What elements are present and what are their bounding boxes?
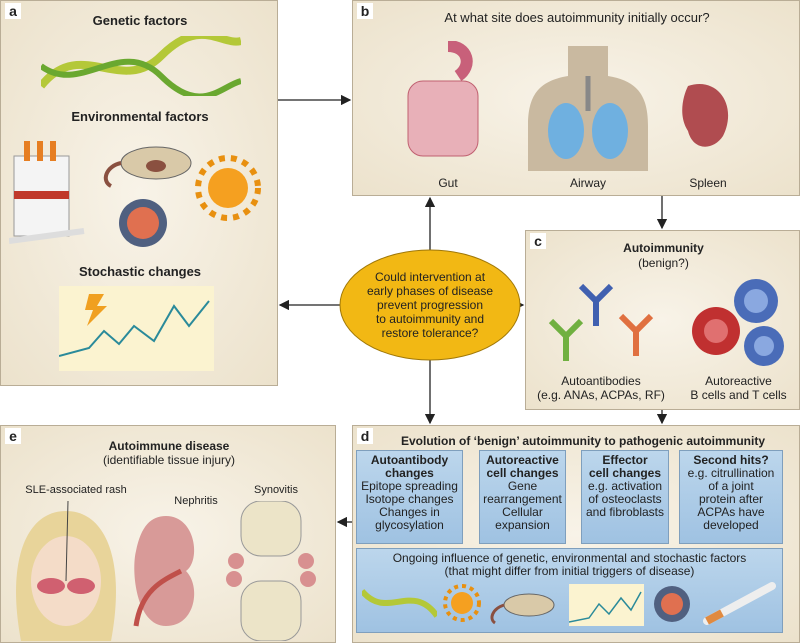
kidney-icon [133,516,195,627]
panel-c: c Autoimmunity (benign?) Autoantibodies … [525,230,800,410]
panel-e-title: Autoimmune disease [108,439,230,453]
box-text: Gene [507,479,538,493]
panel-label: a [5,3,21,19]
box-text: Changes in [379,505,440,519]
site-spleen: Spleen [689,176,727,190]
box-heading: Autoantibody [370,453,449,467]
box-text: expansion [495,518,550,532]
environmental-factors-heading: Environmental factors [71,109,209,124]
box-heading: Second hits? [693,453,769,467]
box-text: e.g. activation [587,479,663,493]
autoantibodies-label: Autoantibodies [561,374,641,388]
sun-icon [195,155,261,221]
panel-c-title: Autoimmunity [623,241,704,255]
synovitis-label: Synovitis [253,484,299,496]
panel-d: d Evolution of ‘benign’ autoimmunity to … [352,425,800,643]
panel-c-subtitle: (benign?) [638,256,689,270]
site-airway: Airway [569,176,606,190]
spleen-icon [682,84,729,147]
box-text: protein after [698,492,764,506]
site-gut: Gut [438,176,458,190]
panel-label: e [5,428,21,444]
box-text: Cellular [502,505,543,519]
panel-b: b At what site does autoimmunity initial… [352,0,800,196]
autoreactive-cells-icon [692,279,784,366]
box-text: rearrangement [483,492,562,506]
mini-cigarette-icon [703,582,776,625]
mini-stochastic-icon [569,584,644,626]
airway-icon [528,46,648,171]
box-text: glycosylation [375,518,444,532]
panel-label: c [530,233,546,249]
stochastic-graph-icon [59,286,214,371]
stochastic-changes-heading: Stochastic changes [78,264,202,279]
box-text: developed [703,518,759,532]
gut-icon [407,41,479,157]
genetic-factors-heading: Genetic factors [92,13,188,28]
nephritis-label: Nephritis [174,495,218,507]
ongoing-influence-box: Ongoing influence of genetic, environmen… [356,548,783,633]
mini-dna-icon [362,588,437,618]
cigarettes-icon [9,141,85,244]
panel-label: b [357,3,373,19]
box-heading: changes [385,466,434,480]
box-text: of osteoclasts [588,492,662,506]
box-heading: cell changes [588,466,662,480]
autoantibodies-examples: (e.g. ANAs, ACPAs, RF) [537,388,665,402]
mini-sun-icon [443,584,481,622]
mini-virus-icon [654,586,690,622]
center-question: Could intervention at early phases of di… [340,270,520,340]
face-with-rash-icon [16,501,116,641]
bacterium-icon [103,146,192,188]
box-text: of a joint [708,479,754,493]
center-line: to autoimmunity and [375,312,485,326]
ongoing-text: Ongoing influence of genetic, environmen… [392,551,747,565]
box-text: e.g. citrullination [687,466,775,480]
rash-label: SLE-associated rash [25,484,127,496]
box-heading: cell changes [486,466,559,480]
ongoing-text: (that might differ from initial triggers… [444,564,695,578]
autoreactive-cells-label: B cells and T cells [690,388,787,402]
panel-a: a Genetic factors Environmental factors … [0,0,278,386]
box-text: and fibroblasts [585,505,665,519]
dna-icon [41,36,241,96]
box-heading: Effector [602,453,648,467]
box-heading: Autoreactive [486,453,559,467]
autoantibodies-icon [548,283,654,361]
panel-e: e Autoimmune disease (identifiable tissu… [0,425,336,643]
autoreactive-label: Autoreactive [705,374,772,388]
center-line: prevent progression [376,298,484,312]
center-line: restore tolerance? [381,326,479,340]
center-line: early phases of disease [366,284,494,298]
center-line: Could intervention at [374,270,486,284]
panel-b-title: At what site does autoimmunity initially… [444,10,710,25]
inflamed-joint-icon [226,501,316,641]
panel-e-subtitle: (identifiable tissue injury) [102,453,236,467]
center-question-ellipse [339,249,521,361]
panel-label: d [357,428,373,444]
virus-icon [119,199,167,247]
mini-bacterium-icon [490,593,555,625]
box-text: Epitope spreading [361,479,458,493]
panel-d-title: Evolution of ‘benign’ autoimmunity to pa… [401,434,765,448]
box-text: Isotope changes [365,492,454,506]
box-text: ACPAs have [697,505,765,519]
